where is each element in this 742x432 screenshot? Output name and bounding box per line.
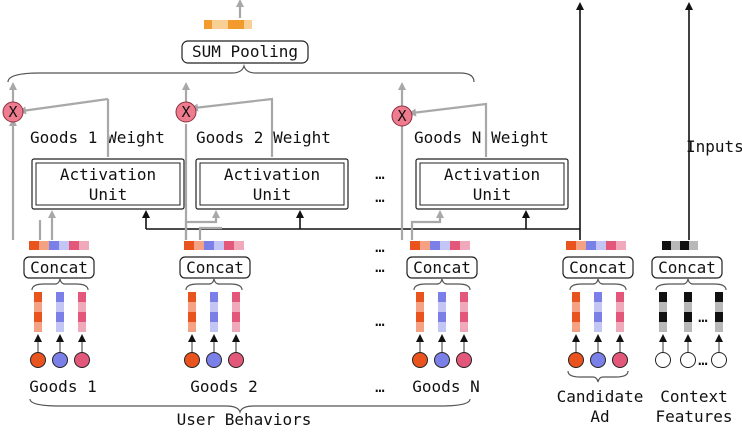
goods-1-feature-node-3: [74, 352, 90, 368]
candidate-concat-box: [562, 256, 634, 279]
activation-unit-1-line2: Unit: [89, 185, 128, 204]
candidate-feature-node-3: [612, 352, 628, 368]
goods-n-concat-box: [406, 256, 478, 279]
context-embedding-1: [659, 292, 667, 332]
ellipsis-embeddings: …: [375, 311, 385, 330]
goods-2-concat-bar: [184, 241, 244, 250]
goods-1-label: Goods 1: [29, 377, 96, 396]
activation-unit-1: [31, 158, 185, 210]
goods-n-concat-label: Concat: [413, 258, 471, 277]
ellipsis-activation: …: [375, 164, 385, 183]
goods-2-embeddings: [188, 292, 240, 332]
sum-pooling-label: SUM Pooling: [192, 42, 298, 61]
activation-unit-1-line1: Activation: [60, 165, 156, 184]
multiply-symbol-n: X: [397, 107, 406, 125]
goods-1-weight-label: Goods 1 Weight: [30, 128, 165, 147]
sum-pooling-box: [181, 40, 309, 64]
goods-2-label: Goods 2: [190, 377, 257, 396]
candidate-ad-column: Concat Candidate Ad: [557, 241, 644, 426]
context-feature-node-2: [680, 352, 696, 368]
activation-unit-n-line1: Activation: [444, 165, 540, 184]
pooling-brace: [7, 63, 475, 83]
goods-1-feature-node-1: [30, 352, 46, 368]
ellipsis-goods: …: [375, 377, 385, 396]
context-label-line1: Context: [660, 387, 727, 406]
candidate-embeddings: [572, 292, 624, 332]
goods-2-feature-node-3: [228, 352, 244, 368]
context-concat-bar: [662, 241, 698, 250]
ellipsis-bar: …: [375, 237, 385, 256]
goods-1-concat-label: Concat: [30, 258, 88, 277]
context-concat-box: [651, 256, 723, 279]
candidate-label-line2: Ad: [590, 407, 609, 426]
pooled-embedding-bar: [204, 20, 252, 29]
context-embedding-ellipsis: …: [698, 307, 708, 326]
candidate-concat-label: Concat: [569, 258, 627, 277]
ellipsis-concat: …: [375, 257, 385, 276]
goods-2-column: Concat Goods 2: [179, 241, 258, 396]
context-concat-label: Concat: [658, 258, 716, 277]
multiply-symbol-1: X: [8, 103, 17, 121]
goods-n-label: Goods N: [412, 377, 479, 396]
context-label-line2: Features: [655, 407, 732, 426]
activation-unit-2-line1: Activation: [224, 165, 320, 184]
candidate-feature-node-1: [568, 352, 584, 368]
goods-n-column: Concat Goods N: [406, 241, 480, 396]
goods-n-weight-label: Goods N Weight: [414, 128, 549, 147]
goods-1-concat-box: [23, 256, 95, 279]
goods-1-feature-node-2: [52, 352, 68, 368]
activation-unit-2: [195, 158, 349, 210]
activation-unit-2-line2: Unit: [253, 185, 292, 204]
goods-1-embeddings: [34, 292, 86, 332]
goods-2-weight-label: Goods 2 Weight: [196, 128, 331, 147]
multiply-node-2: X: [175, 101, 197, 123]
goods-1-column: Concat Goods 1: [23, 241, 97, 396]
multiply-node-1: X: [2, 101, 24, 123]
candidate-concat-bar: [566, 241, 626, 250]
context-feature-node-3: [711, 352, 727, 368]
multiply-node-n: X: [391, 105, 413, 127]
context-node-ellipsis: …: [698, 350, 708, 369]
goods-n-embeddings: [416, 292, 468, 332]
multiply-symbol-2: X: [181, 103, 190, 121]
inputs-label: Inputs: [686, 137, 742, 156]
goods-n-feature-node-1: [412, 352, 428, 368]
goods-2-concat-label: Concat: [186, 258, 244, 277]
goods-2-feature-node-1: [184, 352, 200, 368]
goods-n-concat-bar: [410, 241, 470, 250]
goods-1-concat-bar: [29, 241, 89, 250]
goods-2-feature-node-2: [206, 352, 222, 368]
activation-unit-n: [415, 158, 569, 210]
ellipsis-activation-2: …: [375, 187, 385, 206]
activation-unit-n-line2: Unit: [473, 185, 512, 204]
context-feature-node-1: [655, 352, 671, 368]
candidate-label-line1: Candidate: [557, 387, 644, 406]
candidate-feature-node-2: [590, 352, 606, 368]
user-behaviors-label: User Behaviors: [177, 410, 312, 429]
goods-n-feature-node-3: [456, 352, 472, 368]
context-features-column: … … Concat Context Features: [651, 241, 733, 426]
context-embedding-2: [684, 292, 692, 332]
goods-n-feature-node-2: [434, 352, 450, 368]
context-embedding-3: [715, 292, 723, 332]
goods-2-concat-box: [179, 256, 251, 279]
user-behaviors-brace: [29, 398, 471, 414]
